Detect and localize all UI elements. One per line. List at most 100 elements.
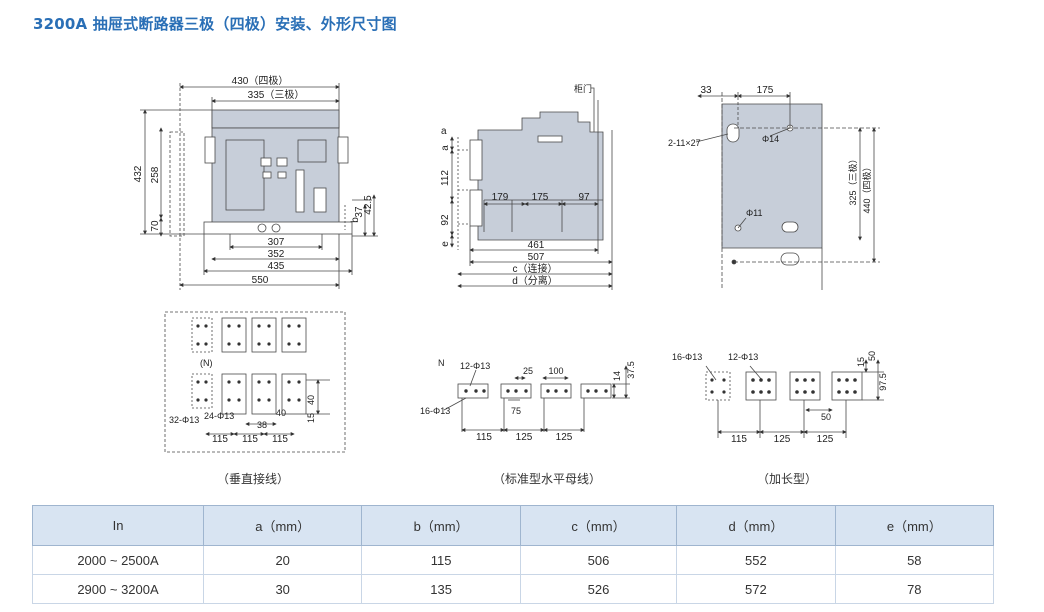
table-row: 2900 ~ 3200A 30 135 526 572 78 bbox=[32, 574, 995, 604]
slot-label: 2-11×27 bbox=[668, 138, 701, 148]
dim-125-a: 125 bbox=[516, 432, 533, 443]
dim-125-b-extended: 125 bbox=[817, 434, 834, 445]
dim-37-5: 37.5 bbox=[626, 361, 636, 379]
dim-115-2: 115 bbox=[242, 434, 258, 445]
dim-115-extended: 115 bbox=[731, 434, 747, 445]
dim-115-3: 115 bbox=[272, 434, 288, 445]
cabinet-door-label: 柜门 bbox=[574, 83, 592, 94]
dim-352: 352 bbox=[268, 249, 285, 260]
table-row: 2000 ~ 2500A 20 115 506 552 58 bbox=[32, 545, 995, 575]
caption-vertical: （垂直接线） bbox=[217, 471, 289, 486]
dim-432: 432 bbox=[133, 165, 144, 182]
dim-50-horizontal: 50 bbox=[821, 412, 831, 422]
dim-258: 258 bbox=[150, 166, 161, 183]
dim-97-5: 97.5 bbox=[878, 373, 888, 391]
dim-335: 335（三极） bbox=[248, 88, 305, 101]
dim-550: 550 bbox=[252, 275, 269, 286]
dim-38: 38 bbox=[257, 420, 267, 430]
dim-25: 25 bbox=[523, 366, 533, 376]
dimension-table: In a（mm） b（mm） c（mm） d（mm） e（mm） 2000 ~ … bbox=[32, 505, 995, 604]
header-e: e（mm） bbox=[834, 505, 995, 546]
table-cell: 506 bbox=[519, 545, 678, 575]
base-view-labels: 33 175 2-11×27 Φ14 Φ11 325（三极） 440（四极） bbox=[668, 85, 872, 218]
table-cell: 135 bbox=[361, 574, 521, 604]
dim-75: 75 bbox=[511, 406, 521, 416]
table-cell: 552 bbox=[676, 545, 836, 575]
base-view bbox=[695, 92, 880, 290]
dim-c: c（连接） bbox=[513, 262, 558, 275]
neutral-label-standard: N bbox=[438, 358, 445, 368]
neutral-label: (N) bbox=[200, 358, 213, 368]
dim-e: e bbox=[440, 241, 451, 247]
dim-175-base: 175 bbox=[757, 85, 774, 96]
table-cell: 58 bbox=[834, 545, 995, 575]
dim-b: b bbox=[350, 217, 361, 223]
busbar-extended-labels: 16-Φ13 12-Φ13 15 50 97.5 50 115 125 125 … bbox=[672, 351, 888, 486]
busbar-vertical bbox=[164, 311, 346, 453]
holes-16-extended: 16-Φ13 bbox=[672, 352, 702, 362]
dim-92: 92 bbox=[440, 214, 451, 226]
holes-12-label: 12-Φ13 bbox=[460, 361, 490, 371]
holes-12-extended: 12-Φ13 bbox=[728, 352, 758, 362]
dim-40-b: 40 bbox=[306, 395, 316, 405]
busbar-vertical-holes bbox=[196, 324, 301, 402]
header-a: a（mm） bbox=[202, 505, 363, 546]
dim-d: d（分离） bbox=[512, 274, 558, 287]
dimension-drawings: 430（四极） 335（三极） 432 258 70 37 42.5 b 307… bbox=[133, 74, 888, 486]
dim-100: 100 bbox=[548, 366, 563, 376]
dim-14: 14 bbox=[612, 371, 622, 381]
dim-507: 507 bbox=[528, 252, 545, 263]
dim-115-standard: 115 bbox=[476, 432, 492, 443]
dim-a-vertical: a bbox=[440, 145, 451, 151]
hole-14-label: Φ14 bbox=[762, 134, 779, 144]
dim-440: 440（四极） bbox=[861, 162, 872, 213]
hole-11-label: Φ11 bbox=[746, 208, 763, 218]
table-cell: 20 bbox=[202, 545, 363, 575]
busbar-standard-holes bbox=[464, 389, 608, 393]
dim-325: 325（三极） bbox=[847, 154, 858, 205]
header-in: In bbox=[32, 505, 204, 546]
dim-461: 461 bbox=[528, 240, 545, 251]
dim-a: a bbox=[441, 126, 447, 137]
dim-179: 179 bbox=[492, 192, 509, 203]
table-cell: 2900 ~ 3200A bbox=[32, 574, 204, 604]
dim-15-extended: 15 bbox=[856, 357, 866, 367]
header-c: c（mm） bbox=[519, 505, 678, 546]
dim-40-a: 40 bbox=[276, 408, 286, 418]
dim-50-vertical: 50 bbox=[867, 351, 877, 361]
table-cell: 2000 ~ 2500A bbox=[32, 545, 204, 575]
busbar-standard bbox=[443, 365, 630, 432]
dim-97: 97 bbox=[578, 192, 590, 203]
dim-33: 33 bbox=[700, 85, 712, 96]
dim-37: 37 bbox=[354, 206, 365, 218]
dim-435: 435 bbox=[268, 261, 285, 272]
table-cell: 572 bbox=[676, 574, 836, 604]
front-view bbox=[140, 83, 378, 290]
front-view-labels: 430（四极） 335（三极） 432 258 70 37 42.5 b 307… bbox=[133, 74, 374, 286]
caption-standard: （标准型水平母线） bbox=[493, 472, 601, 486]
holes-24-label: 24-Φ13 bbox=[204, 411, 234, 421]
busbar-extended bbox=[705, 359, 884, 438]
page-title: 3200A 抽屉式断路器三极（四极）安装、外形尺寸图 bbox=[33, 15, 397, 33]
dim-42-5: 42.5 bbox=[363, 195, 374, 215]
dim-112: 112 bbox=[440, 170, 451, 186]
table-header-row: In a（mm） b（mm） c（mm） d（mm） e（mm） bbox=[32, 505, 995, 546]
dim-70: 70 bbox=[150, 220, 161, 232]
holes-32-label: 32-Φ13 bbox=[169, 415, 199, 425]
dim-15-vertical: 15 bbox=[306, 413, 316, 423]
side-view bbox=[450, 87, 613, 290]
caption-extended: （加长型） bbox=[757, 472, 817, 486]
table-cell: 30 bbox=[202, 574, 363, 604]
dim-307: 307 bbox=[268, 237, 285, 248]
table-cell: 526 bbox=[519, 574, 678, 604]
side-view-labels: 柜门 a a 112 92 e 179 175 97 461 507 c（连接）… bbox=[440, 83, 592, 287]
dim-125-b: 125 bbox=[556, 432, 573, 443]
table-cell: 115 bbox=[361, 545, 521, 575]
table-cell: 78 bbox=[834, 574, 995, 604]
holes-16-label: 16-Φ13 bbox=[420, 406, 450, 416]
busbar-vertical-labels: (N) 32-Φ13 24-Φ13 40 40 15 38 115 115 11… bbox=[169, 358, 316, 486]
busbar-extended-holes bbox=[710, 378, 857, 394]
dim-175: 175 bbox=[532, 192, 549, 203]
header-d: d（mm） bbox=[676, 505, 836, 546]
dim-430: 430（四极） bbox=[232, 74, 289, 87]
